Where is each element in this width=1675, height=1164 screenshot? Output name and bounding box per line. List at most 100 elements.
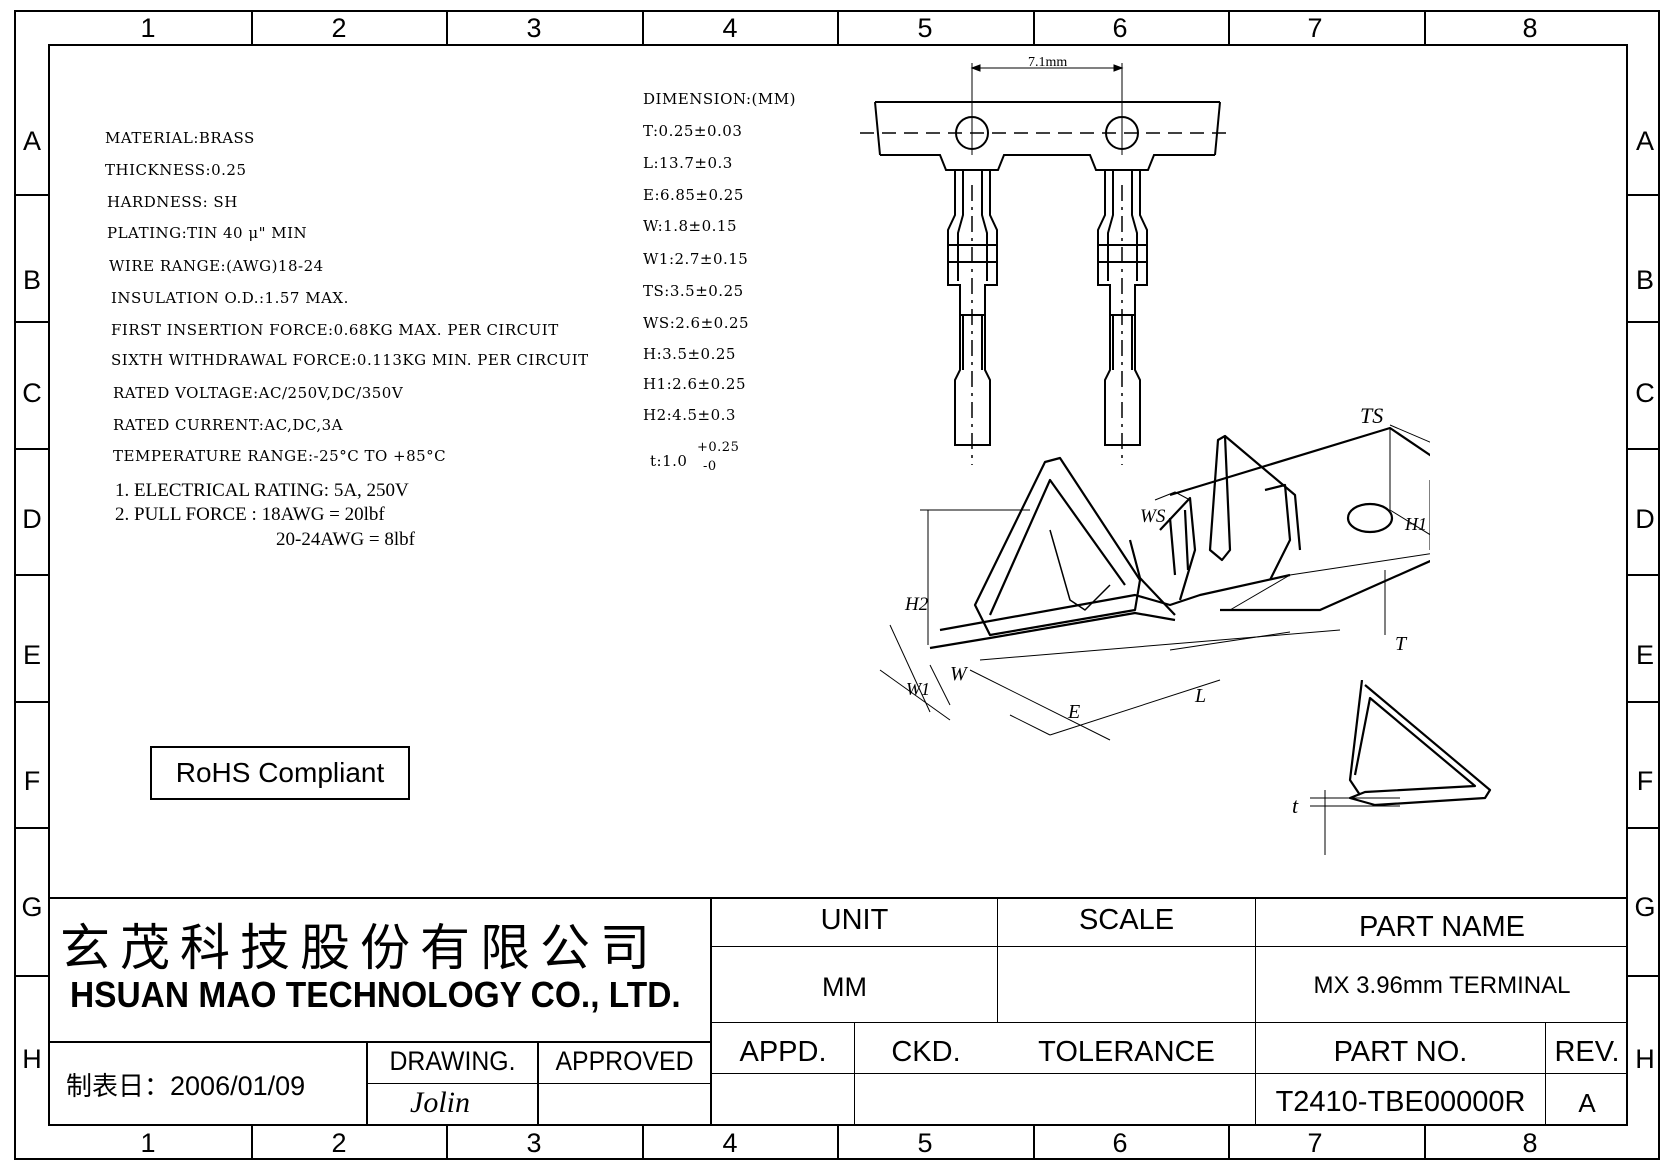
spec-insulation: INSULATION O.D.:1.57 MAX. xyxy=(111,289,349,307)
zone-row-left-H: H xyxy=(22,1044,42,1074)
scale-label: SCALE xyxy=(1078,904,1175,936)
company-name-english: HSUAN MAO TECHNOLOGY CO., LTD. xyxy=(70,974,681,1015)
title-block-drawing-row xyxy=(366,1083,710,1084)
title-block-row3 xyxy=(710,1073,1628,1074)
zone-row-right-A: A xyxy=(1635,126,1654,156)
date-label: 制表日：2006/01/09 xyxy=(66,1066,305,1103)
unit-value: MM xyxy=(822,972,867,1002)
spec-withdrawal-force: SIXTH WITHDRAWAL FORCE:0.113KG MIN. PER … xyxy=(111,351,589,369)
dimension-h2: H2:4.5±0.3 xyxy=(643,406,736,424)
zone-col-bottom-7: 7 xyxy=(1307,1128,1323,1158)
title-block-company-bottom xyxy=(48,1041,710,1043)
zone-row-right-G: G xyxy=(1634,892,1656,922)
dimension-w1: W1:2.7±0.15 xyxy=(643,250,749,268)
spec-material: MATERIAL:BRASS xyxy=(105,129,255,147)
title-block-rev-divider xyxy=(1545,1022,1546,1126)
zone-row-left-B: B xyxy=(22,265,41,295)
zone-row-right-H: H xyxy=(1635,1044,1655,1074)
rev-label: REV. xyxy=(1554,1036,1620,1068)
terminal-top-view-drawing: 7.1mm xyxy=(860,55,1230,465)
zone-col-bottom-2: 2 xyxy=(331,1128,347,1158)
note-pull-force-small: 20-24AWG = 8lbf xyxy=(276,529,416,550)
part-name-label: PART NAME xyxy=(1359,911,1525,943)
dimension-title: DIMENSION:(MM) xyxy=(643,90,796,108)
zone-row-left-D: D xyxy=(22,504,42,534)
dimension-h1: H1:2.6±0.25 xyxy=(643,375,746,393)
zone-row-left-E: E xyxy=(22,640,41,670)
dimension-t-minus: -0 xyxy=(703,459,717,474)
zone-row-right-C: C xyxy=(1635,378,1655,408)
note-electrical-rating: 1. ELECTRICAL RATING: 5A, 250V xyxy=(115,480,409,501)
zone-row-right-F: F xyxy=(1636,766,1654,796)
part-name-value: MX 3.96mm TERMINAL xyxy=(1313,972,1571,999)
ts-label: TS xyxy=(1360,403,1383,428)
zone-col-bottom-1: 1 xyxy=(140,1128,156,1158)
zone-row-left-F: F xyxy=(23,766,41,796)
inner-border xyxy=(48,44,1628,1126)
pitch-label: 7.1mm xyxy=(1028,55,1067,70)
zone-col-top-5: 5 xyxy=(917,13,933,43)
spec-rated-current: RATED CURRENT:AC,DC,3A xyxy=(113,416,344,434)
zone-row-right-B: B xyxy=(1635,265,1654,295)
t-upper-label: T xyxy=(1395,633,1408,655)
drawing-label: DRAWING. xyxy=(389,1046,516,1076)
zone-col-bottom-4: 4 xyxy=(722,1128,738,1158)
w-label: W xyxy=(950,663,969,685)
spec-wire-range: WIRE RANGE:(AWG)18-24 xyxy=(109,257,324,275)
title-block-appd-divider xyxy=(854,1022,855,1126)
spec-rated-voltage: RATED VOLTAGE:AC/250V,DC/350V xyxy=(113,384,404,402)
dimension-h: H:3.5±0.25 xyxy=(643,345,736,363)
h2-label: H2 xyxy=(904,594,929,615)
part-no-label: PART NO. xyxy=(1333,1036,1468,1068)
title-block-top-line xyxy=(48,897,1628,899)
dimension-l: L:13.7±0.3 xyxy=(643,154,733,172)
unit-label: UNIT xyxy=(820,904,889,936)
zone-col-top-6: 6 xyxy=(1112,13,1128,43)
ws-label: WS xyxy=(1140,506,1166,527)
zone-row-left-A: A xyxy=(22,126,41,156)
spec-hardness: HARDNESS: SH xyxy=(107,193,238,211)
zone-row-right-D: D xyxy=(1635,504,1655,534)
ckd-label: CKD. xyxy=(891,1036,961,1068)
dimension-t-plus: +0.25 xyxy=(697,440,740,455)
title-block-divider xyxy=(710,897,712,1126)
zone-row-right-E: E xyxy=(1635,640,1654,670)
title-block-scale-part-divider xyxy=(1255,897,1256,1126)
zone-col-bottom-8: 8 xyxy=(1522,1128,1538,1158)
zone-col-top-2: 2 xyxy=(331,13,347,43)
note-pull-force: 2. PULL FORCE : 18AWG = 20lbf xyxy=(115,504,385,525)
title-block-row2 xyxy=(710,1022,1628,1023)
dimension-ws: WS:2.6±0.25 xyxy=(643,314,750,332)
drawing-signature: Jolin xyxy=(410,1086,470,1119)
part-no-value: T2410-TBE00000R xyxy=(1275,1086,1526,1118)
e-label: E xyxy=(1067,701,1080,723)
dimension-t-lower: t:1.0 xyxy=(650,452,688,470)
zone-col-bottom-5: 5 xyxy=(917,1128,933,1158)
zone-col-bottom-6: 6 xyxy=(1112,1128,1128,1158)
zone-col-top-1: 1 xyxy=(140,13,156,43)
dimension-ts: TS:3.5±0.25 xyxy=(643,282,744,300)
zone-col-top-7: 7 xyxy=(1307,13,1323,43)
dimension-w: W:1.8±0.15 xyxy=(643,217,737,235)
spec-thickness: THICKNESS:0.25 xyxy=(105,161,247,179)
approved-label: APPROVED xyxy=(555,1046,694,1076)
zone-col-top-3: 3 xyxy=(526,13,542,43)
spec-insertion-force: FIRST INSERTION FORCE:0.68KG MAX. PER CI… xyxy=(111,321,559,339)
h1-label: H1 xyxy=(1404,514,1427,534)
terminal-isometric-drawing: TS WS H H1 H2 W W1 E L T xyxy=(879,403,1430,741)
rohs-compliant-box: RoHS Compliant xyxy=(150,746,410,800)
date-value: 2006/01/09 xyxy=(170,1071,306,1101)
zone-row-left-C: C xyxy=(22,378,42,408)
company-name-chinese: 玄茂科技股份有限公司 xyxy=(60,919,660,977)
dimension-t: T:0.25±0.03 xyxy=(643,122,743,140)
title-block-unit-scale-divider xyxy=(997,897,998,1022)
zone-col-top-8: 8 xyxy=(1522,13,1538,43)
l-label: L xyxy=(1194,685,1206,707)
appd-label: APPD. xyxy=(739,1036,827,1068)
spec-temperature: TEMPERATURE RANGE:-25°C TO +85°C xyxy=(113,447,447,465)
rev-value: A xyxy=(1578,1088,1596,1118)
dimension-e: E:6.85±0.25 xyxy=(643,186,744,204)
date-label-text: 制表日： xyxy=(66,1072,171,1102)
contact-profile-detail: t xyxy=(1292,680,1492,855)
